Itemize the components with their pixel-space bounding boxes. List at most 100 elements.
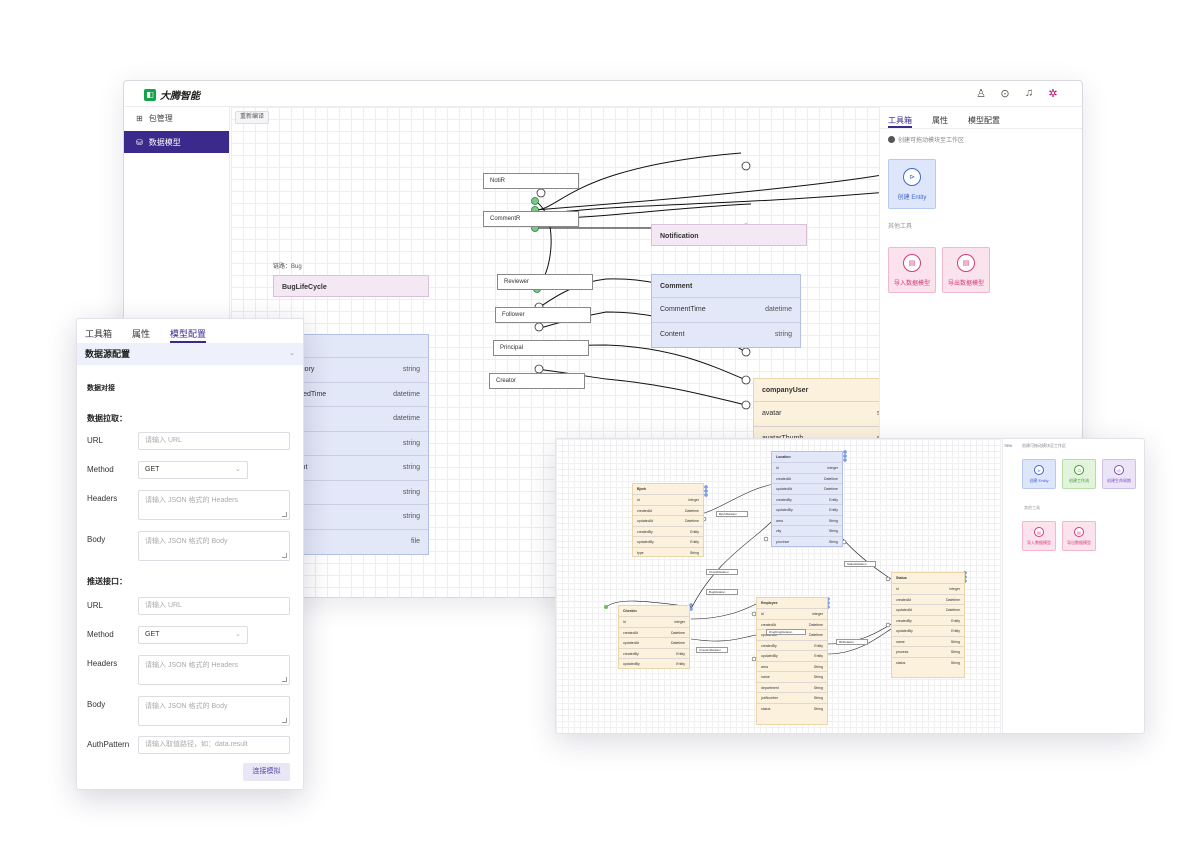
push-headers-textarea[interactable]: 请输入 JSON 格式的 Headers <box>138 655 290 685</box>
url-label: URL <box>87 436 104 445</box>
chevron-down-icon: ⌄ <box>235 466 241 473</box>
relation-label[interactable]: CommentR <box>483 211 579 227</box>
workflow-icon: ⊡ <box>1074 464 1084 475</box>
relation-lines <box>531 152 879 410</box>
push-url-input[interactable]: 请输入 URL <box>138 597 290 615</box>
export-icon: ▤ <box>957 253 975 272</box>
entity-icon: ⊳ <box>903 167 921 186</box>
export-model-button[interactable]: ▤ 导出数据模型 <box>942 247 990 293</box>
headers-label: Headers <box>87 659 118 668</box>
logo: ◧ 大腾智能 <box>144 87 200 102</box>
tab-toolbox[interactable]: 工具箱 <box>888 115 912 128</box>
tab-properties[interactable]: 属性 <box>932 116 948 125</box>
sidebar-item-label: 数据模型 <box>148 137 181 147</box>
push-method-select[interactable]: GET ⌄ <box>138 626 248 644</box>
relation-label[interactable]: Principal <box>493 340 589 356</box>
field-row[interactable]: string <box>278 504 428 529</box>
user-icon[interactable]: ♙ <box>976 88 986 100</box>
mini-relation-label[interactable]: CheckRelation <box>706 569 738 575</box>
entity-title: Comment <box>660 282 693 290</box>
help-icon[interactable]: ⊙ <box>1000 88 1010 100</box>
export-icon: ▤ <box>1074 526 1084 537</box>
import-icon: ▤ <box>1034 526 1044 537</box>
tab-model-config[interactable]: 模型配置 <box>968 116 1000 125</box>
mini-create-lifecycle-button[interactable]: ◎ 创建生命周期 <box>1102 459 1136 489</box>
field-row[interactable]: string <box>278 479 428 505</box>
pull-method-select[interactable]: GET ⌄ <box>138 461 248 479</box>
sidebar-item-label: 包管理 <box>148 113 173 123</box>
relation-label[interactable]: NotiR <box>483 173 579 189</box>
push-body-textarea[interactable]: 请输入 JSON 格式的 Body <box>138 696 290 726</box>
mini-export-model-button[interactable]: ▤ 导出数据模型 <box>1062 521 1096 551</box>
pull-headers-textarea[interactable]: 请输入 JSON 格式的 Headers <box>138 490 290 520</box>
settings-tabs: 工具箱 属性 模型配置 <box>77 319 303 343</box>
mini-create-workflow-button[interactable]: ⊡ 创建工作流 <box>1062 459 1096 489</box>
tab-model-config[interactable]: 模型配置 <box>170 327 207 343</box>
sidebar-item-packages[interactable]: ⊞ 包管理 <box>124 107 229 129</box>
push-section-title: 推送接口： <box>87 577 127 586</box>
headers-label: Headers <box>87 494 118 503</box>
method-label: Method <box>87 630 114 639</box>
create-entity-button[interactable]: ⊳ 创建 Entity <box>888 159 936 209</box>
relation-label[interactable]: Reviewer <box>497 274 593 290</box>
import-model-button[interactable]: ▤ 导入数据模型 <box>888 247 936 293</box>
mini-relation-label[interactable]: RFRelation <box>836 639 868 645</box>
mini-import-model-button[interactable]: ▤ 导入数据模型 <box>1022 521 1056 551</box>
pull-section-title: 数据拉取： <box>87 414 127 423</box>
mini-other-tools-label: 其他工具 <box>1024 505 1040 510</box>
field-row[interactable]: file <box>278 528 428 554</box>
relation-label[interactable]: Follower <box>495 307 591 323</box>
grid-icon: ⊞ <box>136 113 143 123</box>
relation-label[interactable]: Creator <box>489 373 585 389</box>
logo-text: 大腾智能 <box>160 91 200 102</box>
mini-relation-label[interactable]: BjorkRelation <box>716 511 748 517</box>
method-label: Method <box>87 465 114 474</box>
panel-tabs: 工具箱 属性 模型配置 <box>880 107 1082 129</box>
body-label: Body <box>87 535 106 544</box>
mini-relation-label[interactable]: StatusRelation <box>844 561 876 567</box>
entity-title: Notification <box>660 232 699 240</box>
entity-notification[interactable]: Notification <box>651 224 807 246</box>
entity-buglifecycle[interactable]: BugLifeCycle <box>273 275 429 297</box>
recompile-button[interactable]: 重新编译 <box>235 111 270 124</box>
chevron-down-icon: ⌄ <box>289 350 295 357</box>
data-docking-label: 数据对接 <box>87 385 115 392</box>
pull-body-textarea[interactable]: 请输入 JSON 格式的 Body <box>138 531 290 561</box>
datasource-section-header[interactable]: 数据源配置 ⌄ <box>77 343 303 365</box>
authpattern-label: AuthPattern <box>87 740 130 749</box>
connect-simulation-button[interactable]: 连接模拟 <box>243 763 290 781</box>
settings-icon[interactable]: ✲ <box>1048 88 1058 100</box>
import-icon: ▤ <box>903 253 921 272</box>
mini-toolbox-hint: 创建可拖动模块至工作区 <box>1022 443 1066 448</box>
chevron-down-icon: ⌄ <box>235 631 241 638</box>
sidebar-item-data-model[interactable]: ⛁ 数据模型 <box>124 131 229 153</box>
tab-toolbox[interactable]: 工具箱 <box>85 329 113 339</box>
pull-url-input[interactable]: 请输入 URL <box>138 432 290 450</box>
mini-relation-label[interactable]: DingDingRelation <box>766 629 806 635</box>
chain-label[interactable]: 链路：Bug <box>273 264 302 270</box>
bell-icon[interactable]: ♫ <box>1024 87 1034 99</box>
mini-create-entity-button[interactable]: ⊳ 创建 Entity <box>1022 459 1056 489</box>
mini-relation-label[interactable]: BugRelation <box>706 589 738 595</box>
authpattern-input[interactable]: 请输入取值路径，如：data.result <box>138 736 290 754</box>
other-tools-label: 其他工具 <box>888 224 913 230</box>
tab-properties[interactable]: 属性 <box>132 329 151 339</box>
mini-relation-label[interactable]: CheckinRelation <box>696 647 728 653</box>
zoom-level[interactable]: 75% <box>1004 443 1013 448</box>
lifecycle-icon: ◎ <box>1114 464 1124 475</box>
mini-toolbox-panel <box>1002 439 1144 733</box>
top-icons: ♙ ⊙ ♫ ✲ <box>974 87 1060 100</box>
datasource-settings-panel: 工具箱 属性 模型配置 数据源配置 ⌄ 数据对接 数据拉取： URL 请输入 U… <box>76 318 304 790</box>
entity-icon: ⊳ <box>1034 464 1044 475</box>
